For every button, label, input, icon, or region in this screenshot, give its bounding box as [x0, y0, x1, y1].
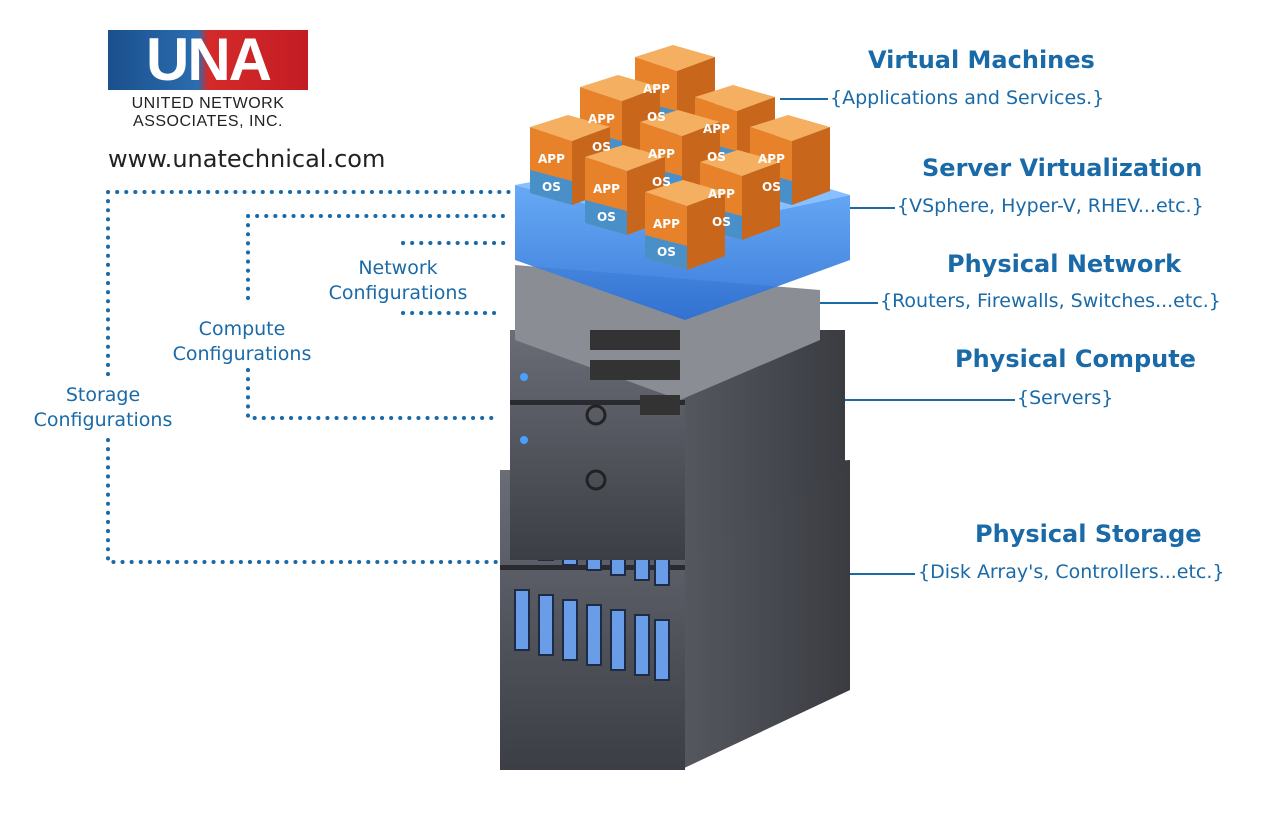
- layer-detail-virtual-machines: {Applications and Services.}: [830, 87, 1105, 109]
- physical-network-illustration: [515, 265, 820, 415]
- vm-app-label: APP: [593, 182, 620, 196]
- website-url: www.unatechnical.com: [108, 145, 386, 173]
- vm-os-label: OS: [712, 215, 731, 229]
- layer-title-virtual-machines: Virtual Machines: [868, 46, 1095, 74]
- network-connector: [401, 241, 512, 315]
- storage-connector: [106, 190, 512, 564]
- vm-os-label: OS: [657, 245, 676, 259]
- layer-detail-server-virtualization: {VSphere, Hyper-V, RHEV...etc.}: [897, 195, 1204, 217]
- vm-os-label: OS: [707, 150, 726, 164]
- vm-app-label: APP: [708, 187, 735, 201]
- vm-app-label: APP: [653, 217, 680, 231]
- vm-app-label: APP: [648, 147, 675, 161]
- vm-os-label: OS: [592, 140, 611, 154]
- layer-title-physical-compute: Physical Compute: [955, 345, 1196, 373]
- layer-detail-physical-storage: {Disk Array's, Controllers...etc.}: [918, 561, 1225, 583]
- layer-detail-physical-compute: {Servers}: [1017, 387, 1114, 409]
- vm-cube: [645, 180, 725, 270]
- vm-app-label: APP: [538, 152, 565, 166]
- vm-os-label: OS: [652, 175, 671, 189]
- vm-app-label: APP: [588, 112, 615, 126]
- vm-app-label: APP: [643, 82, 670, 96]
- vm-os-label: OS: [762, 180, 781, 194]
- vm-os-label: OS: [647, 110, 666, 124]
- layer-title-physical-storage: Physical Storage: [975, 520, 1202, 548]
- compute-connector: [246, 214, 512, 420]
- virtual-machines-illustration: [530, 45, 830, 270]
- connector-lines: [106, 190, 512, 564]
- vm-app-label: APP: [758, 152, 785, 166]
- virtual-machine-labels: APP OS APP OS APP OS APP OS APP OS APP OS APP OS APP OS…: [538, 82, 785, 259]
- layer-detail-physical-network: {Routers, Firewalls, Switches...etc.}: [880, 290, 1221, 312]
- vm-os-label: OS: [597, 210, 616, 224]
- leader-lines: [780, 98, 1015, 575]
- una-logo: UNA: [108, 30, 308, 90]
- layer-title-physical-network: Physical Network: [947, 250, 1182, 278]
- layer-title-server-virtualization: Server Virtualization: [922, 154, 1203, 182]
- vm-app-label: APP: [703, 122, 730, 136]
- vm-os-label: OS: [542, 180, 561, 194]
